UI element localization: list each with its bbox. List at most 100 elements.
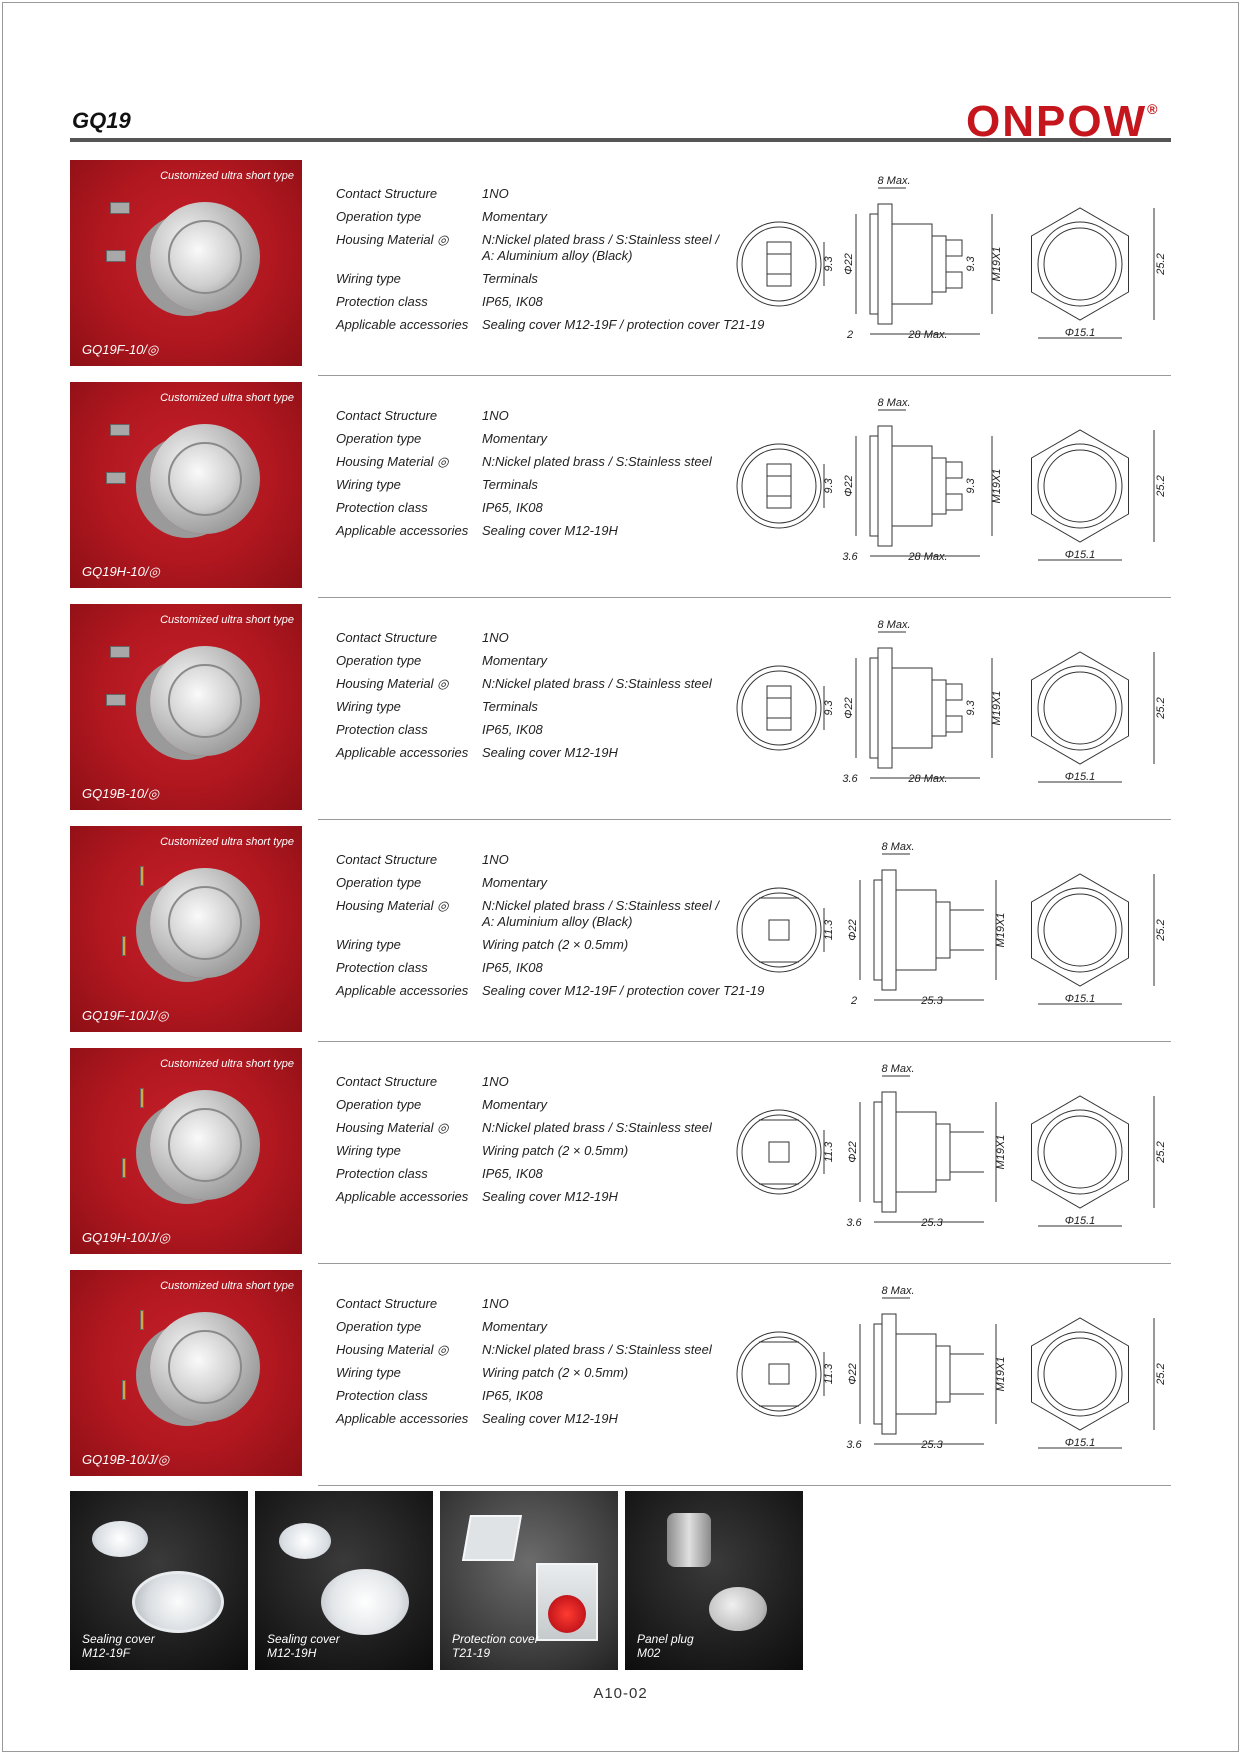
spec-value: Sealing cover M12-19H <box>482 1411 618 1426</box>
spec-value: Sealing cover M12-19H <box>482 745 618 760</box>
spec-label: Applicable accessories <box>336 317 469 332</box>
spec-label: Protection class <box>336 500 428 515</box>
dim-pin-spacing: 9.3 <box>823 477 835 493</box>
spec-label: Contact Structure <box>336 186 438 201</box>
spec-value: 1NO <box>482 408 509 423</box>
button-body-image <box>150 868 260 978</box>
dim-face: Φ15.1 <box>1065 549 1096 561</box>
spec-value: Momentary <box>482 1319 548 1334</box>
model-number: GQ19B-10/J/◎ <box>82 1452 170 1467</box>
dim-length: 25.3 <box>920 1439 943 1451</box>
dim-top: 8 Max. <box>881 1063 914 1075</box>
terminal-image <box>122 936 126 956</box>
spec-label: Protection class <box>336 722 428 737</box>
button-face-image <box>168 220 242 294</box>
spec-protection: Protection class IP65, IK08 <box>336 1388 766 1404</box>
series-title: GQ19 <box>72 108 131 133</box>
model-number: GQ19H-10/J/◎ <box>82 1230 170 1245</box>
terminal-image <box>106 472 126 484</box>
protection-cover-open-image <box>536 1563 598 1641</box>
spec-value: Wiring patch (2 × 0.5mm) <box>482 1365 629 1380</box>
spec-value-continued: A: Aluminium alloy (Black) <box>482 914 633 929</box>
dim-pin-spacing-side: 9.3 <box>965 699 977 715</box>
spec-label: Protection class <box>336 960 428 975</box>
spec-contact: Contact Structure 1NO <box>336 1074 766 1090</box>
spec-housing: Housing Material ◎N:Nickel plated brass … <box>336 1120 766 1136</box>
dim-pin-spacing-side: 9.3 <box>965 255 977 271</box>
dim-length: 28 Max. <box>907 551 947 563</box>
sealing-cover-large-image <box>132 1571 224 1633</box>
terminal-image <box>140 1088 144 1108</box>
spec-label: Housing Material ◎ <box>336 898 449 913</box>
photo-tag: Customized ultra short type <box>160 836 294 848</box>
dim-hex: 25.2 <box>1155 1363 1167 1385</box>
spec-value-continued: A: Aluminium alloy (Black) <box>482 248 633 263</box>
spec-label: Operation type <box>336 1319 422 1334</box>
dim-bezel: 3.6 <box>842 773 858 785</box>
spec-value: 1NO <box>482 1074 509 1089</box>
dim-length: 28 Max. <box>907 773 947 785</box>
spec-value: 1NO <box>482 630 509 645</box>
spec-value: Sealing cover M12-19F / protection cover… <box>482 983 765 998</box>
dim-top: 8 Max. <box>877 397 910 409</box>
button-body-image <box>150 1090 260 1200</box>
terminal-image <box>122 1158 126 1178</box>
spec-label: Contact Structure <box>336 1074 438 1089</box>
spec-value: N:Nickel plated brass / S:Stainless stee… <box>482 454 712 469</box>
spec-label: Protection class <box>336 1388 428 1403</box>
terminal-image <box>140 866 144 886</box>
logo-text: ONPOW <box>966 97 1148 146</box>
dim-face: Φ15.1 <box>1065 327 1096 339</box>
spec-value: Momentary <box>482 653 548 668</box>
dim-thread: M19X1 <box>991 691 1003 726</box>
page-number: A10-02 <box>593 1685 648 1702</box>
spec-label: Operation type <box>336 875 422 890</box>
spec-value: IP65, IK08 <box>482 1388 543 1403</box>
row-divider <box>318 1041 1171 1042</box>
dim-pin-spacing: 11.3 <box>823 1363 835 1384</box>
dim-pin-spacing: 9.3 <box>823 255 835 271</box>
spec-housing: Housing Material ◎N:Nickel plated brass … <box>336 676 766 692</box>
dim-thread: M19X1 <box>991 469 1003 504</box>
spec-value: Terminals <box>482 477 538 492</box>
spec-label: Contact Structure <box>336 630 438 645</box>
dim-length: 25.3 <box>920 995 943 1007</box>
panel-plug-cap-image <box>709 1587 767 1631</box>
spec-label: Wiring type <box>336 699 401 714</box>
terminal-image <box>140 1310 144 1330</box>
dim-hex: 25.2 <box>1155 697 1167 719</box>
terminal-image <box>110 202 130 214</box>
spec-value: N:Nickel plated brass / S:Stainless stee… <box>482 898 766 930</box>
spec-value: IP65, IK08 <box>482 722 543 737</box>
terminal-image <box>106 694 126 706</box>
registered-mark: ® <box>1147 101 1160 117</box>
spec-value: IP65, IK08 <box>482 960 543 975</box>
dim-hex: 25.2 <box>1155 919 1167 941</box>
dim-thread: M19X1 <box>995 1135 1007 1170</box>
spec-value: Terminals <box>482 271 538 286</box>
spec-label: Operation type <box>336 1097 422 1112</box>
dim-face: Φ15.1 <box>1065 1215 1096 1227</box>
spec-value: N:Nickel plated brass / S:Stainless stee… <box>482 676 712 691</box>
spec-label: Wiring type <box>336 1365 401 1380</box>
dim-top: 8 Max. <box>877 619 910 631</box>
spec-value: Momentary <box>482 209 548 224</box>
